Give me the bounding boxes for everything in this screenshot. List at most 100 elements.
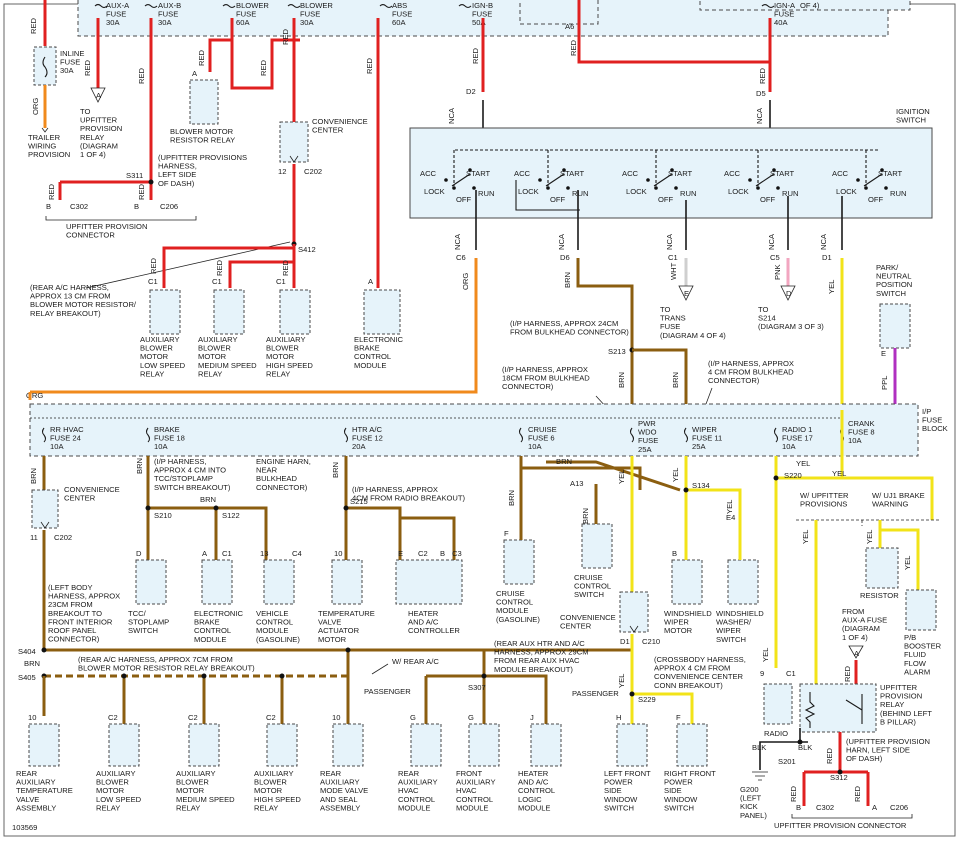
wire-red-ign-a (577, 0, 772, 64)
splice-s311: S311 (126, 171, 143, 180)
conn-c206: C206 (890, 803, 908, 812)
wire-yel-windows (630, 634, 694, 726)
switch-terminal (674, 186, 678, 190)
component-pin: G (468, 713, 474, 722)
triangle-e: E (684, 289, 689, 298)
radio-conn: C1 (786, 669, 796, 678)
pin-d1: D1 (620, 637, 630, 646)
run-label: RUN (782, 189, 798, 198)
convenience-center-lower (31, 489, 59, 529)
leader-line (85, 241, 291, 289)
lock-label: LOCK (518, 187, 539, 196)
component-conn: C1 (222, 549, 232, 558)
off-label: OFF (760, 195, 776, 204)
wire-color-nca: NCA (453, 233, 462, 250)
pin-label: C1 (148, 277, 158, 286)
splice-dot (121, 673, 127, 679)
wire-yel-wiper (684, 456, 742, 560)
wire-color: RED (149, 257, 158, 274)
conn-c202: C202 (304, 167, 322, 176)
wire-color-brn: BRN (671, 372, 680, 388)
switch-terminal (538, 178, 542, 182)
pin-label: A (368, 277, 374, 286)
wire-yel-s220 (776, 410, 934, 520)
pin-d2: D2 (466, 87, 476, 96)
lock-label: LOCK (836, 187, 857, 196)
upfitter-connector-label: UPFITTER PROVISION CONNECTOR (774, 821, 907, 830)
wire-brn-pwrwdo (576, 258, 634, 420)
conn-c210: C210 (642, 637, 660, 646)
run-label: RUN (890, 189, 906, 198)
lock-label: LOCK (424, 187, 445, 196)
wire-color-yel: YEL (796, 459, 810, 468)
splice-s312: S312 (830, 773, 848, 782)
switch-terminal (864, 186, 868, 190)
component-box (28, 723, 60, 767)
component-box (530, 723, 562, 767)
component-box (671, 559, 703, 605)
wire-color-red: RED (83, 59, 92, 76)
acc-label: ACC (622, 169, 639, 178)
splice-s307: S307 (468, 683, 486, 692)
wire-color-nca: NCA (819, 233, 828, 250)
splice-s215-dot (343, 505, 349, 511)
fuse-block-subsection (519, 0, 599, 25)
switch-blade (545, 173, 565, 187)
pin-e4: E4 (726, 513, 735, 522)
component-pin: C2 (266, 713, 276, 722)
pb-booster-box (905, 589, 937, 631)
wire-color-red: RED (281, 28, 290, 45)
component-box (263, 559, 295, 605)
leader-line (371, 663, 389, 675)
splice-dot (148, 179, 154, 185)
wire-brn-htrac (344, 456, 456, 560)
pin-c6: C6 (456, 253, 466, 262)
start-label: START (878, 169, 903, 178)
wire-color-wht: WHT (669, 262, 678, 280)
pin-label: C1 (212, 277, 222, 286)
relay-box (213, 289, 245, 335)
component-box (581, 523, 613, 569)
component-box (616, 723, 648, 767)
acc-label: ACC (514, 169, 531, 178)
resistor-label: RESISTOR (860, 591, 899, 600)
diagram-ref-of4: OF 4) (800, 1, 820, 10)
switch-terminal (776, 186, 780, 190)
wire-brn-drops (42, 650, 350, 726)
